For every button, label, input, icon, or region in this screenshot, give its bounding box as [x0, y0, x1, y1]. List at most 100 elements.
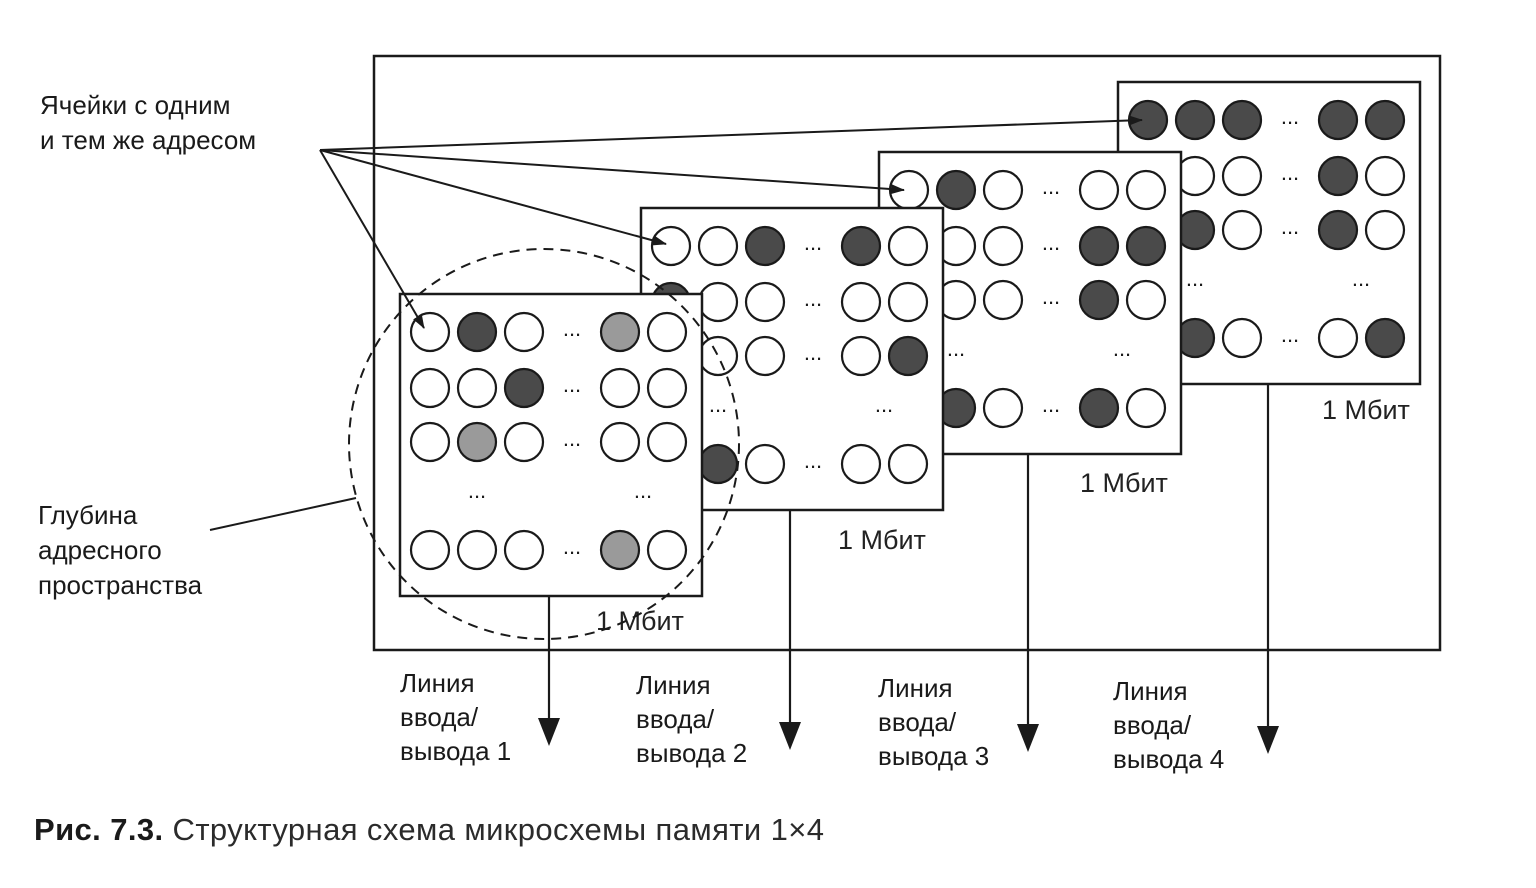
memory-cell [646, 421, 688, 463]
same-address-label-line1: Ячейки с одним [40, 90, 230, 120]
memory-cell [409, 421, 451, 463]
memory-cell [456, 311, 498, 353]
memory-cell [744, 281, 786, 323]
memory-cell [409, 367, 451, 409]
memory-cell [887, 281, 929, 323]
io-line-label: ввода/ [1113, 710, 1192, 740]
memory-cell [1078, 169, 1120, 211]
memory-cell [503, 529, 545, 571]
memory-cell [503, 421, 545, 463]
memory-cell [409, 311, 451, 353]
chip-body [372, 54, 1442, 652]
row-ellipsis: ... [563, 372, 581, 397]
memory-cell [1125, 169, 1167, 211]
column-ellipsis: ... [1186, 266, 1204, 291]
column-ellipsis: ... [1352, 266, 1370, 291]
io-line-1: Линия ввода/вывода 1 [400, 596, 560, 766]
pointer-line-plane-1 [319, 149, 425, 329]
column-ellipsis: ... [468, 478, 486, 503]
io-line-label: вывода 2 [636, 738, 747, 768]
caption-text: Структурная схема микросхемы памяти 1×4 [172, 812, 825, 847]
memory-cell [1221, 155, 1263, 197]
memory-cell [1221, 99, 1263, 141]
memory-cell [1364, 317, 1406, 359]
memory-cell [1174, 99, 1216, 141]
column-ellipsis: ... [709, 392, 727, 417]
memory-cell [646, 311, 688, 353]
memory-cell [982, 169, 1024, 211]
memory-cell [599, 529, 641, 571]
memory-cell [887, 225, 929, 267]
memory-cell [1364, 209, 1406, 251]
plane-capacity-label: 1 Мбит [1322, 395, 1410, 425]
plane-capacity-label: 1 Мбит [596, 606, 684, 636]
memory-cell [1078, 225, 1120, 267]
memory-cell [503, 311, 545, 353]
row-ellipsis: ... [563, 534, 581, 559]
memory-cell [1078, 387, 1120, 429]
io-line-label: ввода/ [636, 704, 715, 734]
memory-cell [599, 367, 641, 409]
memory-planes: .................. 1 Мбит................… [398, 80, 1422, 636]
memory-cell [456, 421, 498, 463]
memory-cell [1125, 387, 1167, 429]
memory-cell [456, 529, 498, 571]
pointer-line-plane-2 [319, 149, 667, 246]
row-ellipsis: ... [804, 286, 822, 311]
memory-cell [1125, 225, 1167, 267]
io-line-4: Линия ввода/вывода 4 [1113, 384, 1279, 774]
memory-cell [982, 279, 1024, 321]
io-line-label: Линия [636, 670, 711, 700]
io-line-label: вывода 1 [400, 736, 511, 766]
depth-label-line1: Глубина [38, 500, 138, 530]
io-line-label: вывода 4 [1113, 744, 1224, 774]
row-ellipsis: ... [1281, 322, 1299, 347]
memory-cell [840, 335, 882, 377]
row-ellipsis: ... [804, 230, 822, 255]
column-ellipsis: ... [634, 478, 652, 503]
memory-cell [744, 335, 786, 377]
io-line-label: ввода/ [878, 707, 957, 737]
io-line-label: вывода 3 [878, 741, 989, 771]
figure-caption: Рис. 7.3. Структурная схема микросхемы п… [34, 812, 824, 848]
column-ellipsis: ... [947, 336, 965, 361]
memory-cell [599, 421, 641, 463]
row-ellipsis: ... [804, 448, 822, 473]
io-line-label: ввода/ [400, 702, 479, 732]
memory-cell [1221, 317, 1263, 359]
memory-cell [697, 225, 739, 267]
memory-cell [1317, 99, 1359, 141]
memory-cell [646, 529, 688, 571]
memory-cell [1317, 209, 1359, 251]
memory-cell [697, 335, 739, 377]
row-ellipsis: ... [1042, 392, 1060, 417]
memory-cell [697, 281, 739, 323]
io-line-label: Линия [400, 668, 475, 698]
memory-cell [1221, 209, 1263, 251]
down-arrow-icon [1257, 726, 1279, 754]
memory-plane-1: ..................1 Мбит [398, 292, 704, 636]
memory-cell [1364, 99, 1406, 141]
io-line-label: Линия [1113, 676, 1188, 706]
memory-cell [650, 225, 692, 267]
memory-cell [887, 443, 929, 485]
row-ellipsis: ... [1042, 174, 1060, 199]
memory-cell [840, 443, 882, 485]
row-ellipsis: ... [1281, 104, 1299, 129]
address-depth-ellipse [348, 248, 740, 640]
plane-capacity-label: 1 Мбит [838, 525, 926, 555]
row-ellipsis: ... [1281, 160, 1299, 185]
down-arrow-icon [1017, 724, 1039, 752]
column-ellipsis: ... [875, 392, 893, 417]
memory-cell [840, 281, 882, 323]
memory-cell [1125, 279, 1167, 321]
memory-cell [1078, 279, 1120, 321]
memory-cell [982, 225, 1024, 267]
down-arrow-icon [538, 718, 560, 746]
memory-cell [744, 443, 786, 485]
column-ellipsis: ... [1113, 336, 1131, 361]
depth-label-line3: пространства [38, 570, 203, 600]
io-line-2: Линия ввода/вывода 2 [636, 510, 801, 768]
